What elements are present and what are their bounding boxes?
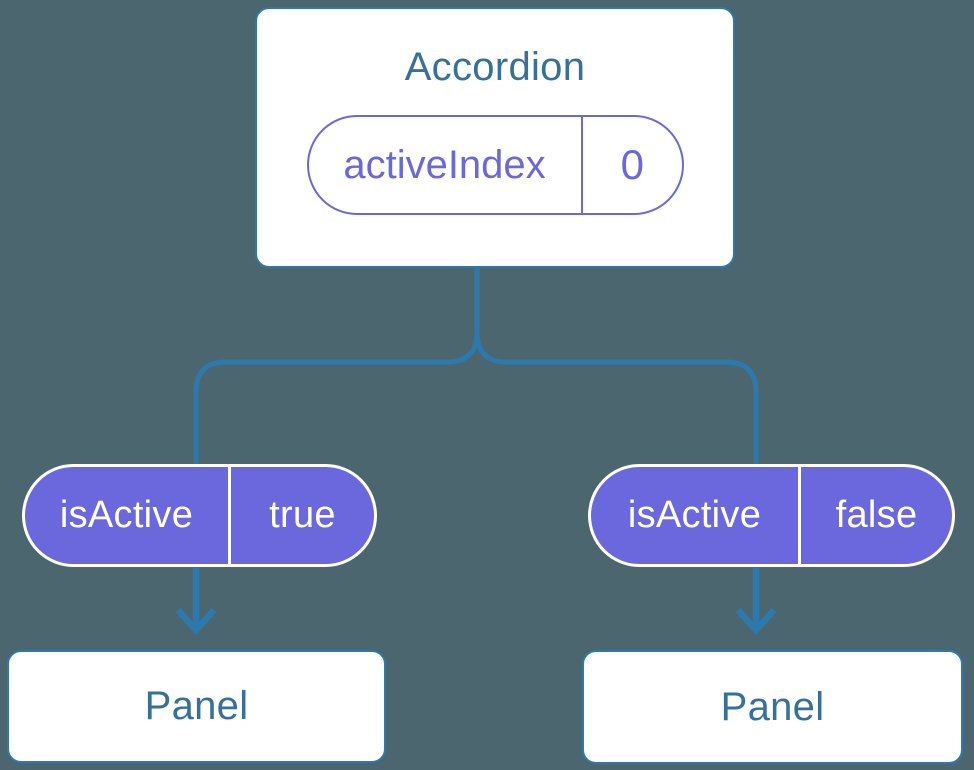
state-pill: activeIndex 0 <box>306 115 684 215</box>
prop-name-left: isActive <box>59 494 194 536</box>
panel-node-right: Panel <box>582 650 963 764</box>
accordion-node-title: Accordion <box>404 45 586 89</box>
accordion-node: Accordion activeIndex 0 <box>255 7 735 268</box>
prop-pill-left: isActive true <box>22 464 377 567</box>
arrow-down-right-head <box>735 607 777 635</box>
state-name: activeIndex <box>343 142 546 187</box>
prop-pill-left-divider <box>228 467 231 564</box>
state-value: 0 <box>620 141 644 188</box>
branch-line-left <box>193 266 480 468</box>
prop-name-right: isActive <box>627 494 762 536</box>
panel-node-right-title: Panel <box>720 684 825 729</box>
prop-value-right: false <box>835 494 918 536</box>
prop-value-left: true <box>269 494 336 536</box>
arrow-down-left-head <box>175 607 217 635</box>
prop-pill-right: isActive false <box>588 464 955 567</box>
state-pill-divider <box>580 117 583 213</box>
panel-node-left: Panel <box>7 650 386 763</box>
panel-node-left-title: Panel <box>144 684 249 728</box>
prop-pill-right-divider <box>798 467 801 564</box>
branch-line-right <box>474 266 759 468</box>
